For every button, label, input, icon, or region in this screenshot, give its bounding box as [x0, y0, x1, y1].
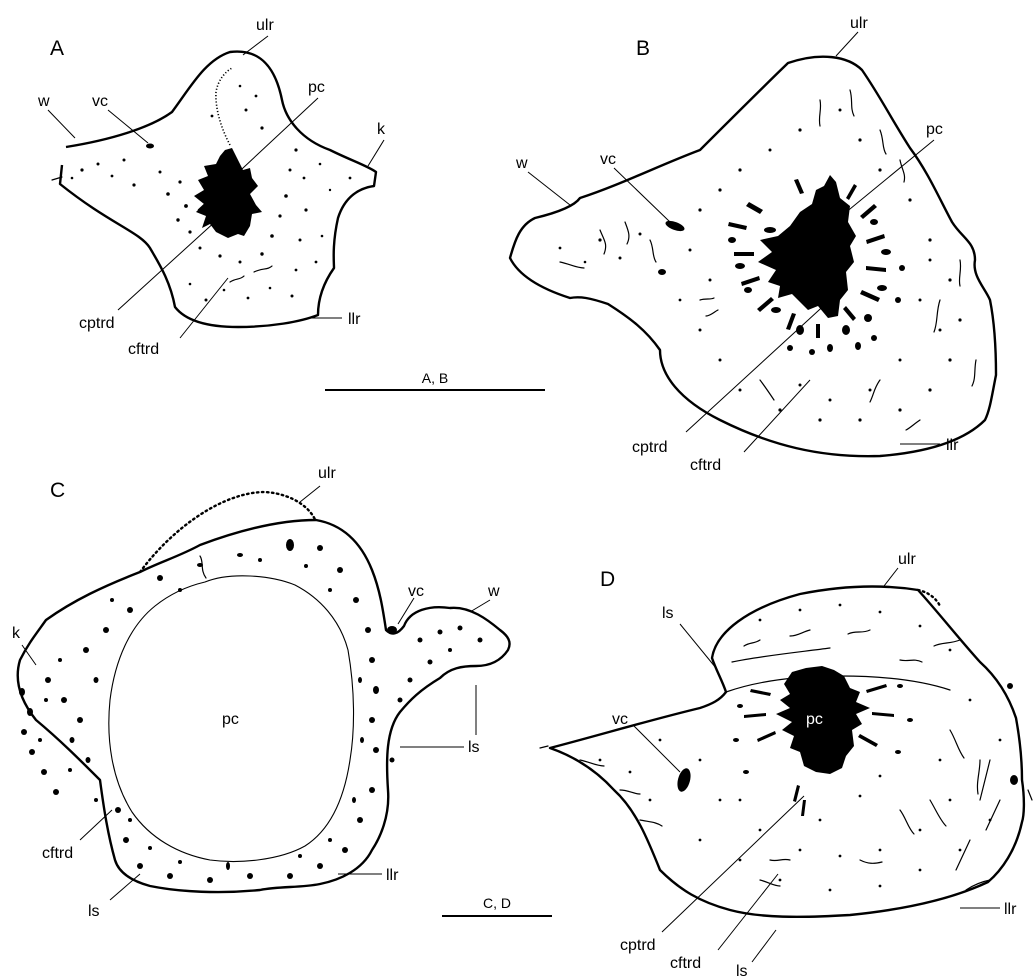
- panel-d-ls2-label: ls: [736, 963, 748, 979]
- scale-bar-ab-label: A, B: [422, 370, 448, 386]
- scale-bar-cd: C, D: [442, 895, 552, 916]
- panel-c-w-label: w: [487, 583, 500, 600]
- panel-b-cptrd-label: cptrd: [632, 439, 668, 456]
- panel-d-ls1-leader: [680, 624, 716, 668]
- panel-a-pc-label: pc: [308, 79, 325, 96]
- panel-c: C: [12, 465, 510, 920]
- panel-d-letter: D: [600, 568, 615, 591]
- panel-a-ulr-leader: [243, 36, 268, 55]
- panel-b-w-leader: [528, 172, 570, 205]
- panel-a-llr-label: llr: [348, 311, 361, 328]
- panel-b-pc-label: pc: [926, 121, 943, 138]
- panel-c-llr-label: llr: [386, 867, 399, 884]
- scale-bar-ab: A, B: [325, 370, 545, 390]
- panel-c-pc-label: pc: [222, 711, 239, 728]
- panel-c-ls2-leader: [110, 874, 140, 900]
- panel-a-w-label: w: [37, 93, 50, 110]
- panel-d-section-outline: [550, 587, 1024, 917]
- panel-c-ulr-label: ulr: [318, 465, 336, 482]
- panel-a-cptrd-label: cptrd: [79, 315, 115, 332]
- panel-b-ulr-leader: [836, 32, 858, 56]
- panel-b-section-outline: [510, 57, 996, 457]
- panel-b-ulr-label: ulr: [850, 15, 868, 32]
- panel-b-cftrd-label: cftrd: [690, 457, 721, 474]
- panel-d-ulr-label: ulr: [898, 551, 916, 568]
- panel-a-ulr-label: ulr: [256, 17, 274, 34]
- panel-c-w-leader: [470, 600, 490, 612]
- panel-a-vc-label: vc: [92, 93, 108, 110]
- scale-bar-cd-label: C, D: [483, 895, 511, 911]
- panel-c-ls2-label: ls: [88, 903, 100, 920]
- panel-d-ulr-leader: [884, 568, 898, 586]
- panel-c-ls1-label: ls: [468, 739, 480, 756]
- panel-b: B: [510, 15, 996, 474]
- panel-a: A ulr: [37, 17, 386, 358]
- panel-c-cftrd-label: cftrd: [42, 845, 73, 862]
- panel-d-cftrd-label: cftrd: [670, 955, 701, 972]
- panel-b-w-label: w: [515, 155, 528, 172]
- panel-b-llr-label: llr: [946, 437, 959, 454]
- panel-c-k-label: k: [12, 625, 21, 642]
- panel-d-cptrd-label: cptrd: [620, 937, 656, 954]
- panel-d-ls1-label: ls: [662, 605, 674, 622]
- panel-d-llr-label: llr: [1004, 901, 1017, 918]
- panel-a-k-label: k: [377, 121, 386, 138]
- panel-a-letter: A: [50, 37, 64, 60]
- panel-c-vc-label: vc: [408, 583, 424, 600]
- panel-a-cftrd-label: cftrd: [128, 341, 159, 358]
- panel-d: D: [540, 551, 1032, 979]
- panel-a-w-leader: [48, 110, 75, 138]
- panel-d-ls2-leader: [752, 930, 776, 962]
- panel-d-pc-label: pc: [806, 711, 823, 728]
- panel-a-k-leader: [368, 140, 384, 166]
- panel-b-vc-label: vc: [600, 151, 616, 168]
- panel-d-vc-label: vc: [612, 711, 628, 728]
- panel-c-letter: C: [50, 479, 65, 502]
- panel-b-letter: B: [636, 37, 650, 60]
- panel-c-ulr-leader: [300, 486, 320, 502]
